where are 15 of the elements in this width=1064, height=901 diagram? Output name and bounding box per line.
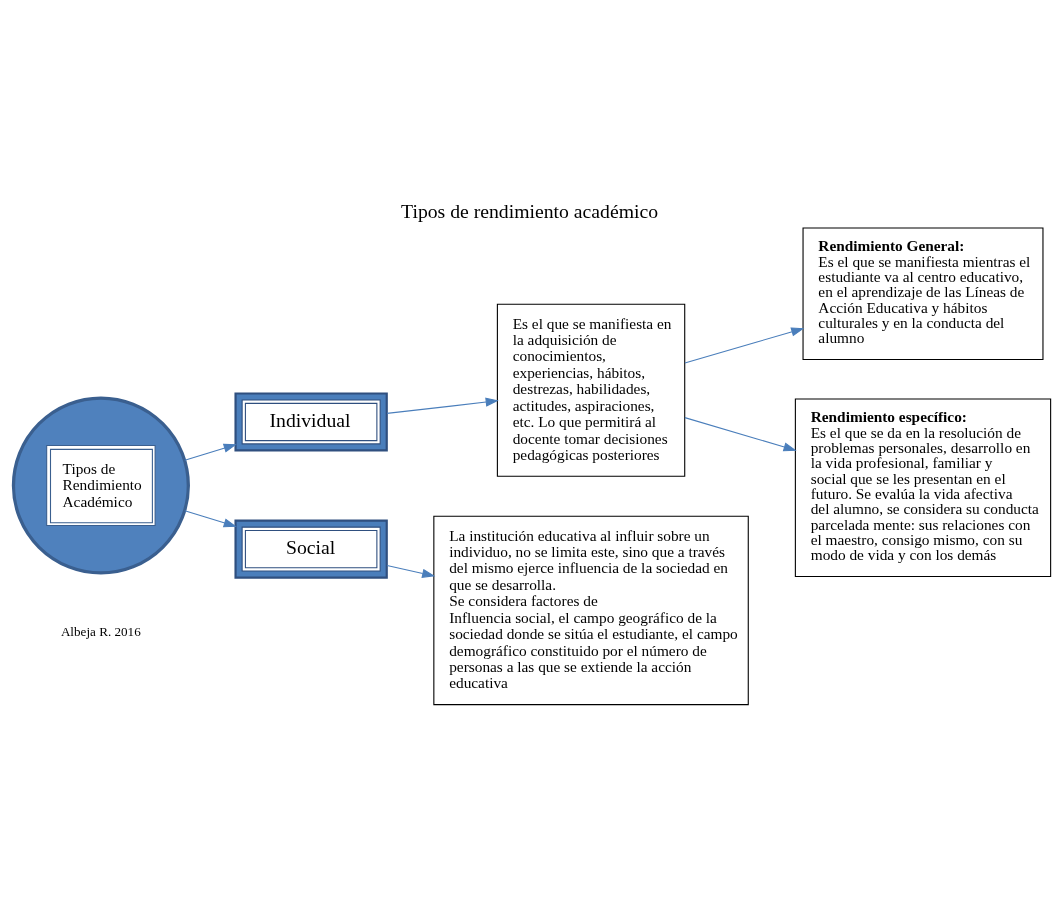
node-box: Social [234, 518, 388, 579]
node-box: Rendimiento específico: Es el que se da en la resolución de problemas personales, desarrollo en la vida profesional, familiar y social que se les presentan en el futuro. Se evalúa la vida afectiva del alumno, se considera su conducta parcelada mente: sus relaciones con el maestro, consigo mismo, con su modo de vida y con los demás [794, 397, 1052, 577]
arrow [386, 397, 499, 414]
node-box: Individual [234, 391, 388, 452]
node-box: Es el que se manifiesta en la adquisición de conocimientos, experiencias, hábitos, destrezas, habilidades, actitudes, aspiraciones, etc. Lo que permitirá al docente tomar decisiones pedagógicas posteriores [496, 303, 686, 477]
label: Albeja R. 2016 [60, 623, 141, 639]
arrow [184, 443, 237, 461]
arrow [684, 326, 805, 364]
diagram-title: Tipos de rendimiento académico [401, 199, 659, 222]
arrow [386, 564, 436, 578]
node-box: La institución educativa al influir sobre un individuo, no se limita este, sino que a través del mismo ejerce influencia de la sociedad en que se desarrolla. Se considera factores de Influencia social, el campo geográfico de la sociedad donde se sitúa el estudiante, el campo demográfico constituido por el número de personas a las que se extiende la acción educativa [433, 515, 749, 705]
node-circle: Tipos de Rendimiento Académico [11, 395, 190, 575]
node-box: Rendimiento General: Es el que se manifiesta mientras el estudiante va al centro educativo, en el aprendizaje de las Líneas de Acción Educativa y hábitos culturales y en la conducta del alumno [802, 227, 1044, 360]
arrow [184, 509, 237, 527]
arrow [684, 416, 797, 451]
